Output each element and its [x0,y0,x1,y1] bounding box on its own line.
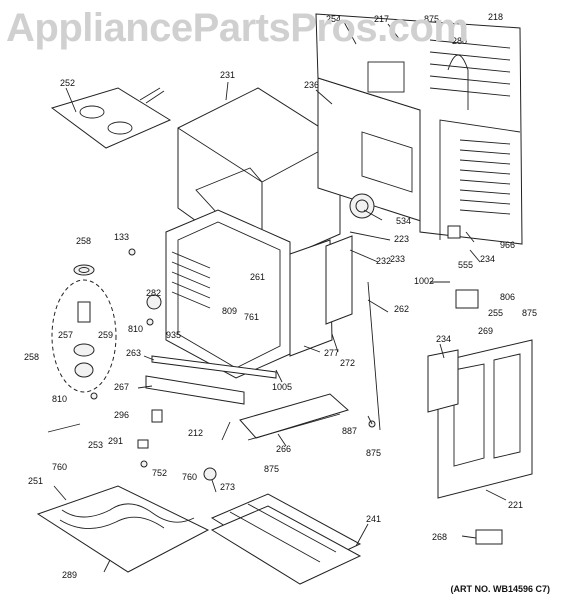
part-label-231: 231 [220,70,235,80]
part-label-233: 233 [390,254,405,264]
part-label-875: 875 [366,448,381,458]
part-label-257: 257 [58,330,73,340]
part-label-887: 887 [342,426,357,436]
part-label-223: 223 [394,234,409,244]
part-label-234: 234 [436,334,451,344]
part-label-236: 236 [304,80,319,90]
part-label-296: 296 [114,410,129,420]
screw [90,392,98,400]
thermostat-knob [203,467,217,481]
part-label-253: 253 [88,440,103,450]
part-label-218: 218 [488,12,503,22]
cooktop-pad [50,87,172,149]
part-label-1005: 1005 [272,382,292,392]
part-label-267: 267 [114,382,129,392]
side-rail [367,281,381,431]
part-label-289: 289 [62,570,77,580]
screw-cap [151,409,163,423]
part-label-254: 254 [326,14,341,24]
part-label-760: 760 [52,462,67,472]
part-label-1002: 1002 [414,276,434,286]
part-label-761: 761 [244,312,259,322]
art-number: (ART NO. WB14596 C7) [450,584,550,594]
part-label-806: 806 [500,292,515,302]
part-label-809: 809 [222,306,237,316]
part-label-232: 232 [376,256,391,266]
part-label-252: 252 [60,78,75,88]
part-label-534: 534 [396,216,411,226]
insulation-block [325,235,353,325]
part-label-277: 277 [324,348,339,358]
door-handle-part [475,529,503,545]
part-label-217: 217 [374,14,389,24]
part-label-261: 261 [250,272,265,282]
lower-rail [151,355,277,379]
part-label-258: 258 [24,352,39,362]
part-number-labels: 252 231 236 254 217 875 218 280 534 223 232 966 234 5… [24,12,537,580]
part-label-282: 282 [146,288,161,298]
part-label-241: 241 [366,514,381,524]
probe [47,423,81,433]
bottom-bracket [239,393,349,439]
oven-racks [210,493,362,585]
vent-slots [429,39,511,215]
part-label-212: 212 [188,428,203,438]
part-label-268: 268 [432,532,447,542]
back-control-panel [315,13,523,245]
part-label-133: 133 [114,232,129,242]
part-label-255: 255 [488,308,503,318]
part-label-269: 269 [478,326,493,336]
part-label-291: 291 [108,436,123,446]
part-label-966: 966 [500,240,515,250]
part-label-272: 272 [340,358,355,368]
oven-door [427,339,533,499]
part-label-760: 760 [182,472,197,482]
part-label-258: 258 [76,236,91,246]
light-assembly-group [51,264,162,393]
part-label-266: 266 [276,444,291,454]
part-label-810: 810 [128,324,143,334]
part-label-935: 935 [166,330,181,340]
part-label-752: 752 [152,468,167,478]
broil-pan [36,485,210,573]
switch [447,225,461,239]
part-label-875: 875 [424,14,439,24]
screw [140,460,148,468]
part-label-875: 875 [264,464,279,474]
part-label-555: 555 [458,260,473,270]
leader-lines [53,21,507,573]
part-label-234: 234 [480,254,495,264]
clip [137,439,149,449]
screw [128,248,136,256]
part-label-221: 221 [508,500,523,510]
screw [146,318,154,326]
bracket [145,375,245,405]
part-label-273: 273 [220,482,235,492]
part-label-251: 251 [28,476,43,486]
part-label-875: 875 [522,308,537,318]
watermark: AppliancePartsPros.com [6,6,469,50]
latch-assembly [455,289,479,309]
part-label-280: 280 [452,36,467,46]
part-label-810: 810 [52,394,67,404]
part-label-259: 259 [98,330,113,340]
part-label-263: 263 [126,348,141,358]
part-label-262: 262 [394,304,409,314]
oven-cavity [165,209,333,379]
